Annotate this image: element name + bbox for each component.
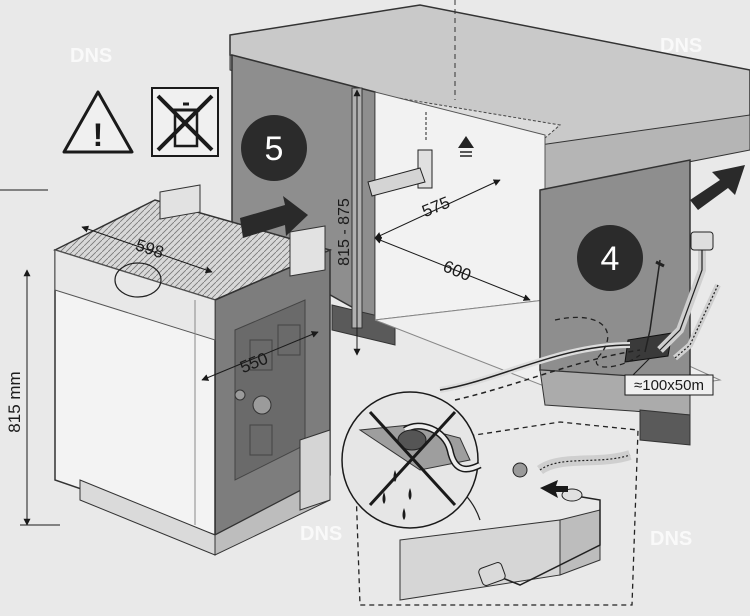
dimension-niche-height: 815 - 875 xyxy=(336,89,361,356)
push-arrow-right xyxy=(240,196,308,238)
push-arrow-up-right xyxy=(690,165,745,210)
right-cabinet xyxy=(539,159,691,446)
watermark: DNS xyxy=(660,35,702,57)
hole-size-callout: ≈100x50m xyxy=(624,357,714,396)
hole-size-label: ≈100x50m xyxy=(634,377,704,394)
niche-height-label: 815 - 875 xyxy=(336,198,353,266)
watermark: DNS xyxy=(300,523,342,545)
watermark: DNS xyxy=(70,45,112,67)
step-number: 5 xyxy=(265,130,284,168)
step-badge-5: 5 xyxy=(241,115,307,181)
warning-mark: ! xyxy=(93,117,104,153)
step-badge-4: 4 xyxy=(577,225,643,291)
unit-height-label: 815 mm xyxy=(5,371,24,432)
no-water-leak-icon xyxy=(341,391,482,529)
crossed-bin-icon xyxy=(151,87,219,157)
hoses-and-cables xyxy=(439,231,721,401)
detail-circle xyxy=(114,262,162,298)
watermark: DNS xyxy=(650,528,692,550)
step-number: 4 xyxy=(601,240,620,278)
dishwasher-unit xyxy=(53,184,333,556)
detail-box-hose-connection xyxy=(354,421,639,606)
warning-triangle-icon: ! xyxy=(62,90,134,154)
dimension-unit-height: 815 mm xyxy=(0,189,60,526)
